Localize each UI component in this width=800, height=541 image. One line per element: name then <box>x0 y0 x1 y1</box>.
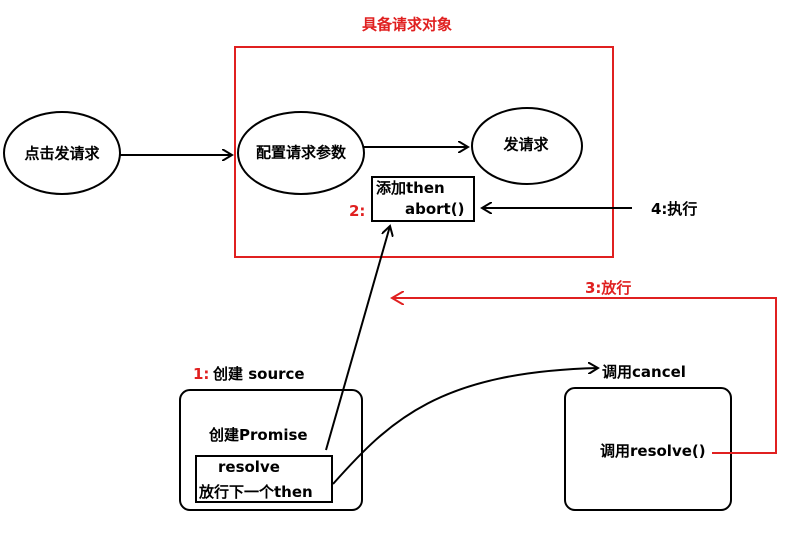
abort-label: abort() <box>405 200 465 218</box>
request-object-boundary <box>234 46 614 258</box>
config-params-node <box>237 111 365 195</box>
config-params-label: 配置请求参数 <box>255 143 347 162</box>
arrow-resolve-to-abort <box>325 226 390 451</box>
source-box <box>179 389 363 511</box>
click-send-label: 点击发请求 <box>24 144 100 163</box>
step-2-label: 2: <box>349 202 366 220</box>
execute-label: 4:执行 <box>651 200 698 218</box>
resolve-box <box>195 455 333 503</box>
diagram-title: 具备请求对象 <box>361 15 453 34</box>
click-send-node <box>3 111 121 195</box>
arrow-release-to-cancel <box>332 368 598 485</box>
add-then-abort-box <box>371 176 475 222</box>
release-label: 3:放行 <box>585 279 632 297</box>
send-request-node <box>471 107 583 185</box>
step-1-label: 1: <box>193 365 210 383</box>
call-resolve-label: 调用resolve() <box>600 442 706 460</box>
release-next-then-label: 放行下一个then <box>199 483 313 501</box>
call-cancel-label: 调用cancel <box>602 363 686 381</box>
arrow-release-red <box>392 298 777 454</box>
send-request-label: 发请求 <box>503 135 549 154</box>
resolve-label: resolve <box>218 458 280 476</box>
cancel-box <box>564 387 732 511</box>
create-source-label: 创建 source <box>213 365 305 383</box>
add-then-label: 添加then <box>376 179 445 197</box>
create-promise-label: 创建Promise <box>209 426 308 444</box>
